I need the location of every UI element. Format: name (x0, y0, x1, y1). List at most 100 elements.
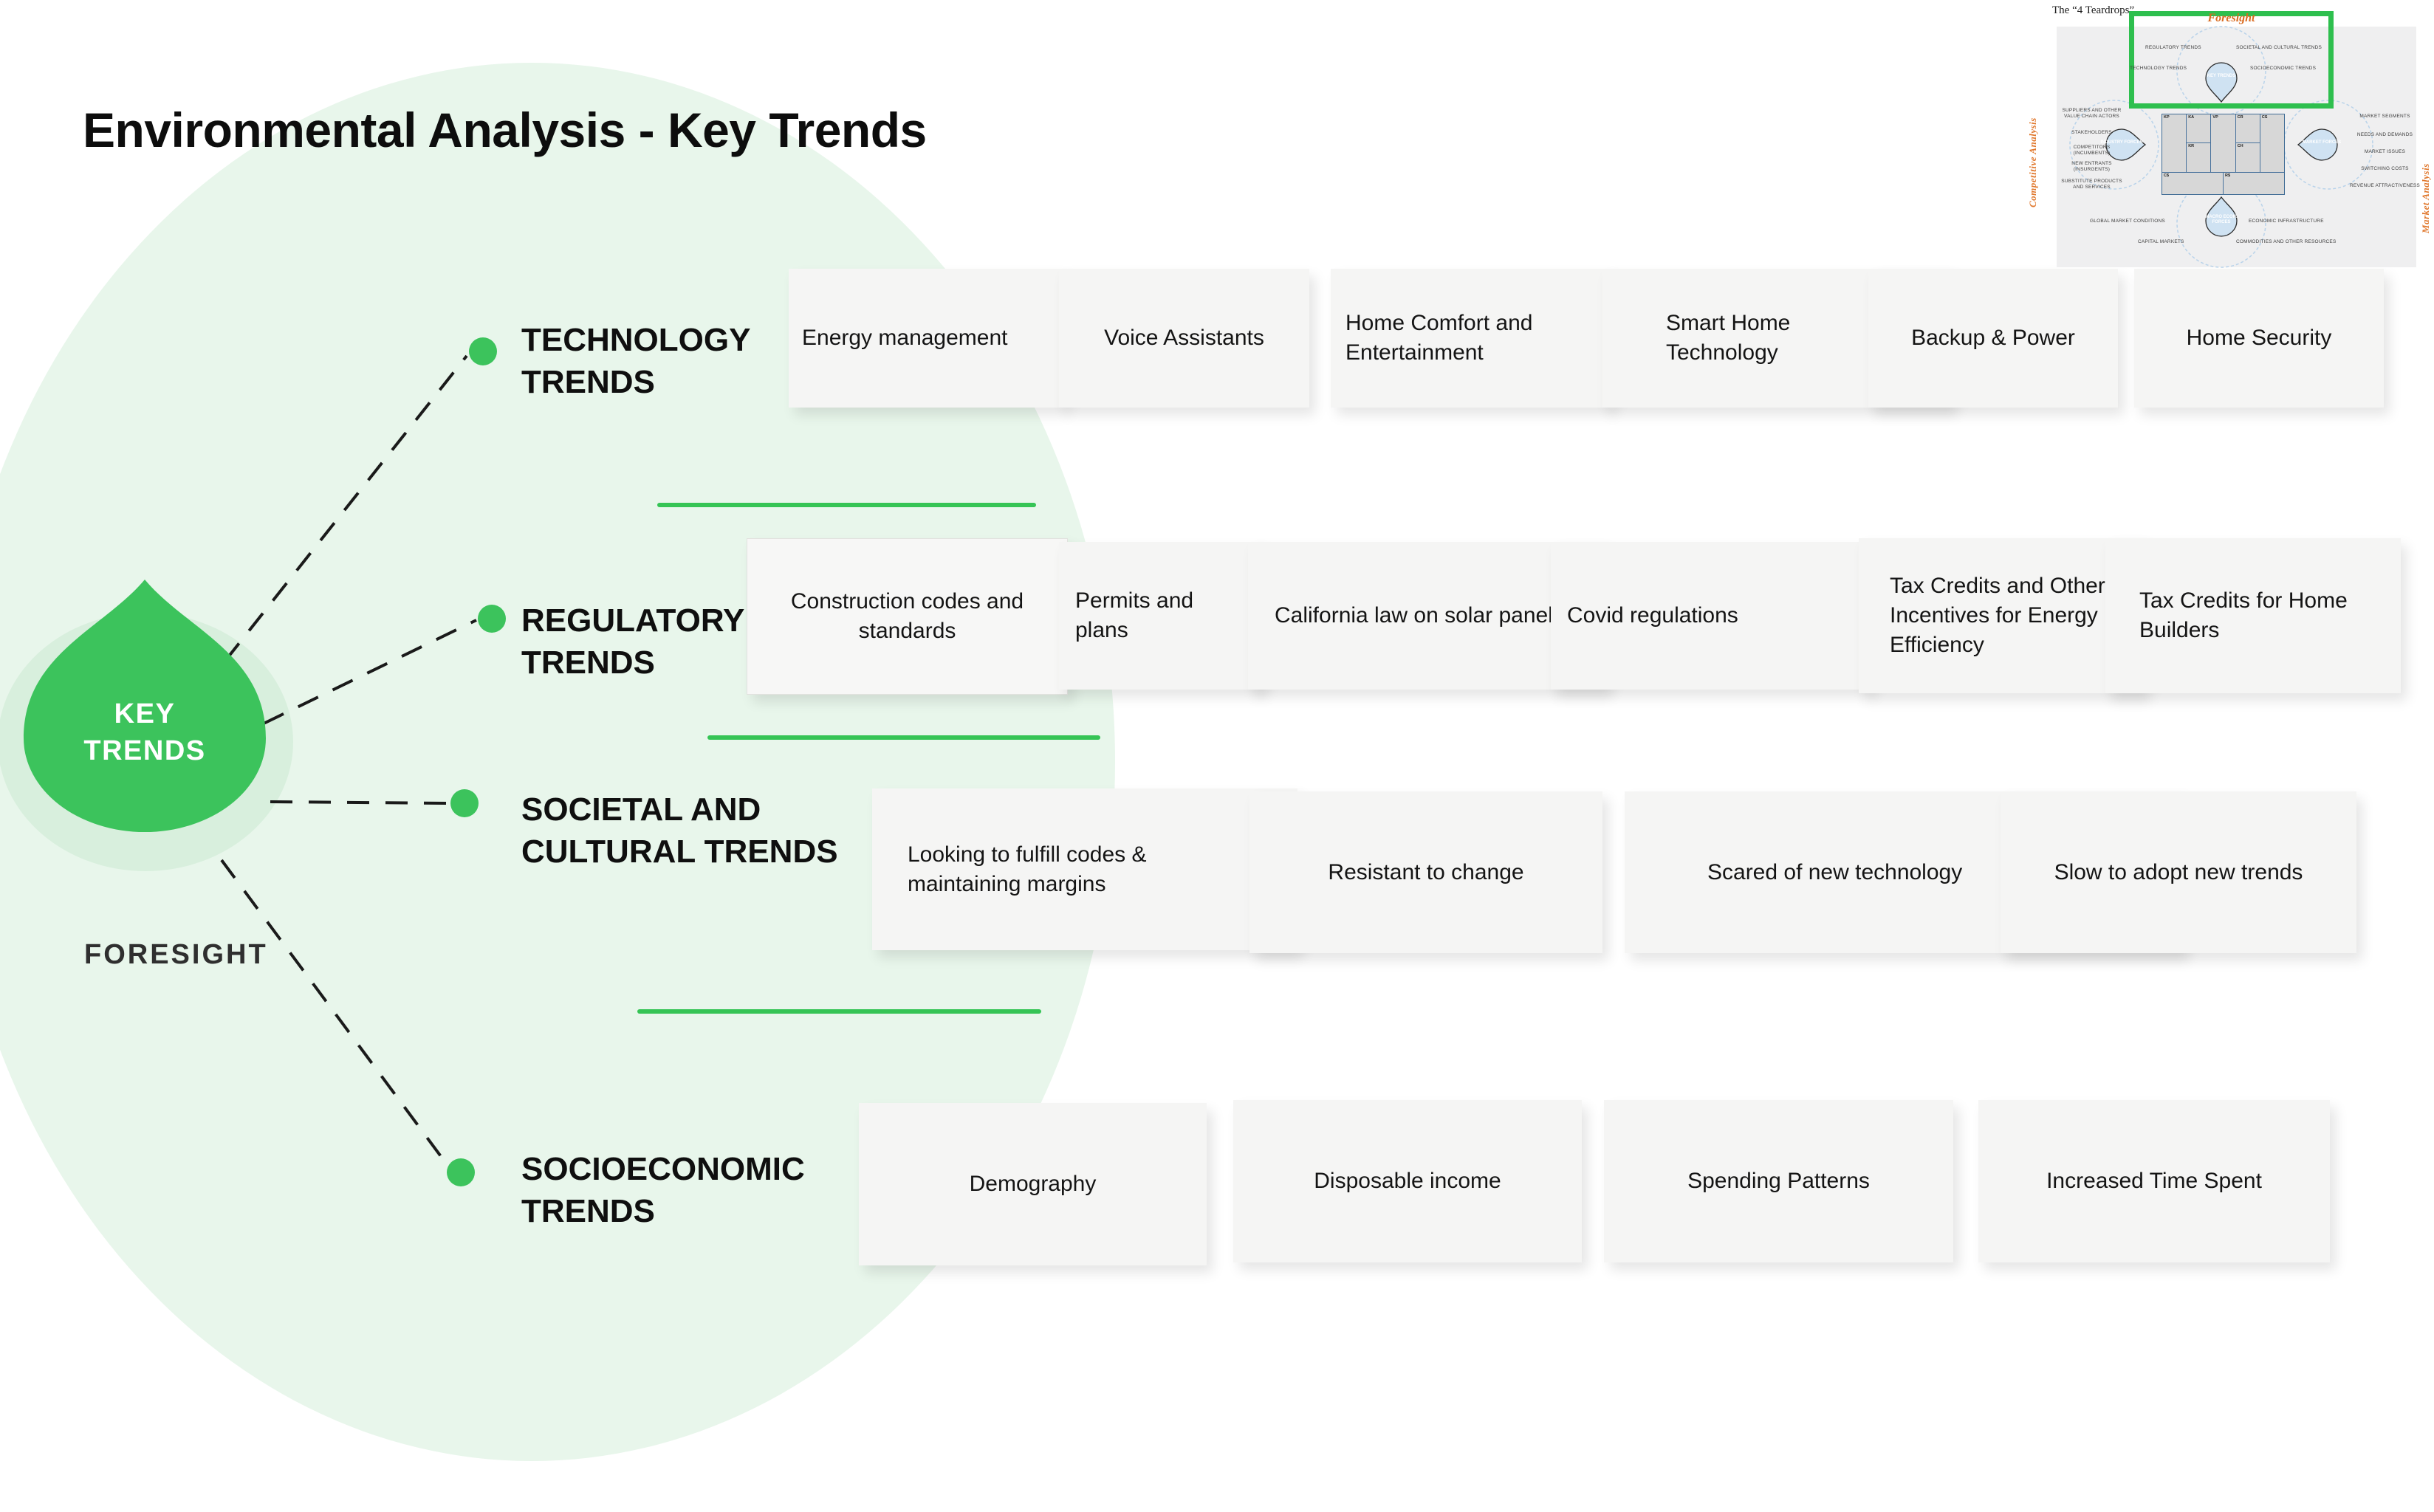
canvas-col-ka: KA KR (2187, 114, 2212, 172)
minimap-right-label: SWITCHING COSTS (2361, 166, 2409, 171)
card-text: Slow to adopt new trends (2054, 859, 2303, 884)
trend-card: Home Comfort and Entertainment (1331, 269, 1611, 408)
canvas-col-vp: VP (2211, 114, 2236, 172)
framework-minimap: The “4 Teardrops” Foresight REGULATORY T… (2027, 4, 2434, 270)
row-label-socioeconomic: SOCIOECONOMIC TRENDS (521, 1151, 805, 1229)
trend-card: Disposable income (1233, 1100, 1582, 1262)
minimap-right-label: MARKET ISSUES (2364, 149, 2406, 154)
card-text: California law on solar panel (1275, 603, 1553, 628)
trend-card: Energy management (789, 269, 1064, 408)
card-text: Tax Credits and Other Incentives for Ene… (1890, 574, 2105, 657)
card-text: Demography (969, 1172, 1097, 1196)
minimap-right-label: NEEDS AND DEMANDS (2356, 132, 2413, 137)
competitive-analysis-axis: Competitive Analysis (2027, 117, 2038, 207)
minimap-left-label: STAKEHOLDERS (2071, 130, 2112, 135)
cell-label: R$ (2225, 173, 2231, 178)
separator-line (657, 503, 1036, 507)
card-text: Covid regulations (1567, 603, 1738, 628)
cell-divider: KR (2187, 142, 2211, 148)
socioeconomic-dot (447, 1158, 475, 1186)
trend-card: Permits and plans (1059, 542, 1262, 690)
minimap-bottom-label: CAPITAL MARKETS (2138, 239, 2184, 244)
trend-card: Voice Assistants (1059, 269, 1309, 408)
minimap-bottom-label: COMMODITIES AND OTHER RESOURCES (2236, 239, 2337, 244)
key-trends-teardrop (23, 580, 267, 833)
separator-line (707, 735, 1100, 740)
canvas-grid: KP KA KR VP CR CH CS C$ R$ (2162, 114, 2285, 195)
card-text: Looking to fulfill codes & maintaining m… (908, 842, 1147, 896)
minimap-regulatory-label: REGULATORY TRENDS (2145, 45, 2201, 50)
trend-card: Resistant to change (1249, 791, 1602, 953)
page-title: Environmental Analysis - Key Trends (83, 103, 927, 157)
minimap-market-forces-text: MARKET FORCES (2302, 140, 2342, 145)
minimap-bottom-label: GLOBAL MARKET CONDITIONS (2090, 219, 2165, 224)
canvas-col-cs: CS (2260, 114, 2284, 172)
regulatory-dot (478, 605, 506, 633)
societal-dot (450, 789, 479, 817)
minimap-left-label: SUPPLIERS AND OTHER VALUE CHAIN ACTORS (2062, 108, 2122, 119)
minimap-right-label: REVENUE ATTRACTIVENESS (2350, 183, 2420, 188)
separator-line (637, 1009, 1041, 1014)
card-text: Increased Time Spent (2046, 1169, 2262, 1193)
cell-label: VP (2212, 115, 2218, 120)
foresight-band-label: Foresight (2207, 12, 2255, 24)
cell-label: CR (2237, 115, 2243, 120)
trend-card: California law on solar panel (1248, 542, 1607, 690)
technology-dot (469, 337, 497, 365)
minimap-technology-label: TECHNOLOGY TRENDS (2130, 66, 2187, 71)
card-text: Permits and plans (1075, 588, 1194, 642)
minimap-right-label: MARKET SEGMENTS (2359, 114, 2410, 119)
branch-dots (447, 337, 506, 1186)
card-text: Tax Credits for Home Builders (2139, 588, 2348, 642)
row-label-regulatory: REGULATORY TRENDS (521, 602, 744, 681)
cell-label: KP (2164, 115, 2170, 120)
minimap-left-label: SUBSTITUTE PRODUCTS AND SERVICES (2061, 179, 2122, 190)
trend-card: Backup & Power (1868, 269, 2118, 408)
canvas-cell-revenue: R$ (2224, 173, 2284, 195)
minimap-left-label: COMPETITORS (INCUMBENTS) (2073, 145, 2111, 156)
card-text: Resistant to change (1328, 859, 1524, 884)
foresight-highlight-box (2129, 11, 2334, 109)
cell-label: CH (2237, 144, 2243, 148)
trend-card: Construction codes and standards (747, 538, 1068, 695)
row-label-technology: TECHNOLOGY TRENDS (521, 322, 750, 400)
card-text: Spending Patterns (1687, 1169, 1870, 1193)
minimap-bottom-label: ECONOMIC INFRASTRUCTURE (2249, 219, 2324, 224)
canvas-col-kp: KP (2162, 114, 2187, 172)
trend-card: Tax Credits for Home Builders (2105, 538, 2401, 693)
trend-card: Demography (859, 1103, 1207, 1265)
cell-label: KR (2188, 144, 2195, 148)
cell-label: C$ (2164, 173, 2170, 178)
card-text: Energy management (802, 326, 1008, 350)
trend-card: Spending Patterns (1604, 1100, 1953, 1262)
hub-label: KEY TRENDS (83, 698, 206, 766)
cell-divider: CH (2235, 142, 2260, 148)
trend-card: Home Security (2134, 269, 2384, 408)
card-text: Backup & Power (1911, 326, 2075, 350)
card-text: Scared of new technology (1707, 859, 1963, 884)
trend-card: Increased Time Spent (1978, 1100, 2330, 1262)
dashed-connectors (220, 354, 477, 1166)
card-text: Home Security (2186, 326, 2332, 350)
minimap-macro-forces-text: MACRO ECON. FORCES (2205, 215, 2238, 224)
minimap-industry-forces-text: INDUSTRY FORCES (2100, 140, 2143, 145)
canvas-cell-costs: C$ (2162, 173, 2224, 195)
minimap-title: The “4 Teardrops” (2052, 4, 2135, 16)
card-text: Voice Assistants (1104, 326, 1264, 350)
minimap-socioeconomic-label: SOCIOECONOMIC TRENDS (2250, 66, 2317, 71)
cell-label: KA (2188, 115, 2195, 120)
minimap-societal-label: SOCIETAL AND CULTURAL TRENDS (2236, 45, 2322, 50)
market-analysis-axis: Market Analysis (2420, 163, 2431, 233)
canvas-col-cr: CR CH (2235, 114, 2260, 172)
minimap-key-trends-text: KEY TRENDS (2207, 74, 2236, 78)
trend-card: Looking to fulfill codes & maintaining m… (872, 788, 1297, 950)
trend-card: Covid regulations (1551, 542, 1871, 690)
cell-label: CS (2261, 115, 2268, 120)
card-text: Home Comfort and Entertainment (1345, 311, 1533, 365)
minimap-left-label: NEW ENTRANTS (INSURGENTS) (2071, 161, 2112, 172)
row-label-societal: SOCIETAL AND CULTURAL TRENDS (521, 791, 838, 870)
hub-caption: FORESIGHT (84, 939, 268, 970)
card-text: Construction codes and standards (790, 589, 1024, 643)
